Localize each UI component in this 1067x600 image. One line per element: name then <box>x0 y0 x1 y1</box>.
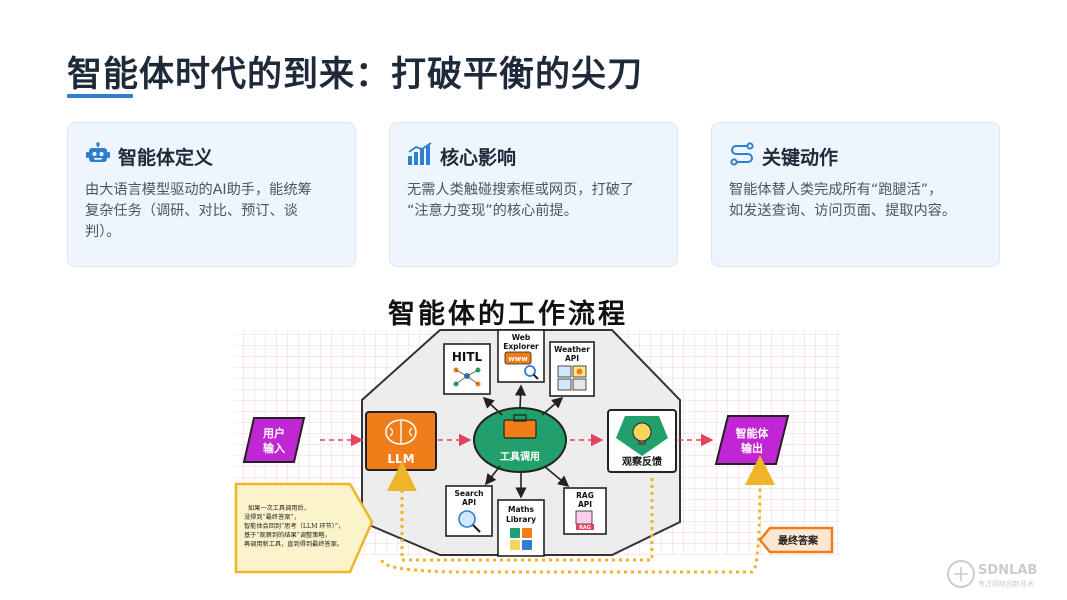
arrow-to-hitl <box>482 396 503 416</box>
search-api-label: API <box>462 498 476 507</box>
brain-icon <box>385 419 417 445</box>
weather-api-tool <box>549 341 595 397</box>
arrow-to-web-explorer <box>514 384 527 409</box>
card-title: 智能体定义 <box>118 147 214 169</box>
web-explorer-label: Web <box>512 333 531 342</box>
note-line: 如果一次工具调用后， <box>248 504 310 512</box>
llm-label: LLM <box>387 452 414 466</box>
final-answer-label: 最终答案 <box>778 534 819 547</box>
people-network-icon <box>453 367 481 387</box>
document-icon <box>575 510 594 530</box>
weather-icon <box>557 365 587 391</box>
weather-api-label: Weather <box>554 345 590 354</box>
card-agent-definition: 智能体定义 由大语言模型驱动的AI助手，能统筹 复杂任务（调研、对比、预订、谈 … <box>67 122 356 267</box>
search-api-label: Search <box>454 489 483 498</box>
www-badge <box>504 351 532 365</box>
hitl-label: HITL <box>452 350 483 364</box>
card-line: 由大语言模型驱动的AI助手，能统筹 <box>85 182 312 198</box>
final-output-arrow <box>380 455 775 574</box>
diagram-title: 智能体的工作流程 <box>388 299 628 330</box>
toolbox-icon <box>503 414 537 439</box>
web-explorer-label: Explorer <box>503 342 539 351</box>
card-line: 复杂任务（调研、对比、预订、谈 <box>85 203 298 219</box>
arrow-to-weather-api <box>541 396 564 416</box>
page-title: 智能体时代的到来：打破平衡的尖刀 <box>67 55 644 95</box>
calculator-icon <box>510 528 532 550</box>
card-line: 智能体替人类完成所有“跑腿活”， <box>729 182 943 198</box>
card-core-impact: 核心影响 无需人类触碰搜索框或网页，打破了 “注意力变现”的核心前提。 <box>389 122 678 267</box>
card-line: 无需人类触碰搜索框或网页，打破了 <box>407 182 635 198</box>
robot-icon <box>86 142 110 162</box>
card-title: 核心影响 <box>440 147 517 169</box>
maths-library-label: Maths <box>508 505 534 514</box>
note-line: 再调用新工具，直到得到最终答案。 <box>244 540 343 548</box>
final-answer-tag <box>758 526 834 554</box>
card-line: 判）。 <box>85 224 121 240</box>
sdnlab-logo-icon <box>947 560 975 588</box>
bar-chart-icon <box>408 142 432 165</box>
sdnlab-watermark: SDNLAB 专注网络创新技术 <box>947 560 1037 588</box>
note-callout <box>234 482 374 574</box>
note-line: 基于“观察到的结果”调整策略， <box>244 531 331 539</box>
user-input-label: 输入 <box>263 441 285 455</box>
rag-api-label: API <box>578 500 592 509</box>
weather-api-label: API <box>565 354 579 363</box>
observe-label: 观察反馈 <box>622 455 662 468</box>
note-line: 智能体会回到“思考（LLM 环节）”， <box>244 522 344 530</box>
note-line: 没得到“最终答案”， <box>244 513 300 521</box>
tool-call-label: 工具调用 <box>500 450 540 463</box>
rag-tag-label: RAG <box>579 525 591 531</box>
card-key-actions: 关键动作 智能体替人类完成所有“跑腿活”， 如发送查询、访问页面、提取内容。 <box>711 122 1000 267</box>
watermark-tagline: 专注网络创新技术 <box>978 579 1034 588</box>
hitl-tool <box>443 343 491 395</box>
maths-library-tool <box>497 499 545 557</box>
rag-api-label: RAG <box>576 491 594 500</box>
user-input-node <box>242 417 306 463</box>
route-icon <box>730 142 754 166</box>
globe-search-icon <box>458 510 481 533</box>
arrow-to-rag-api <box>543 465 570 488</box>
maths-library-label: Library <box>506 515 536 524</box>
agent-output-node <box>714 415 790 465</box>
workflow-diagram: 用户 输入 LLM 工具调用 观察反馈 智能体 输出 HITL Web Expl… <box>234 329 840 574</box>
card-body: 无需人类触碰搜索框或网页，打破了 “注意力变现”的核心前提。 <box>407 180 665 222</box>
card-body: 智能体替人类完成所有“跑腿活”， 如发送查询、访问页面、提取内容。 <box>729 180 987 222</box>
watermark-brand: SDNLAB <box>978 563 1037 578</box>
www-label: www <box>508 355 528 363</box>
agent-output-label: 输出 <box>741 441 763 455</box>
card-line: 如发送查询、访问页面、提取内容。 <box>729 203 957 219</box>
magnifier-icon <box>524 365 539 380</box>
title-underline <box>67 94 133 98</box>
arrow-to-search-api <box>485 465 501 486</box>
loop-back-arrow <box>387 461 654 562</box>
agent-output-label: 智能体 <box>736 426 770 440</box>
card-body: 由大语言模型驱动的AI助手，能统筹 复杂任务（调研、对比、预订、谈 判）。 <box>85 180 343 243</box>
card-title: 关键动作 <box>762 147 839 169</box>
lightbulb-icon <box>616 416 668 456</box>
card-line: “注意力变现”的核心前提。 <box>407 203 578 219</box>
user-input-label: 用户 <box>263 426 285 440</box>
